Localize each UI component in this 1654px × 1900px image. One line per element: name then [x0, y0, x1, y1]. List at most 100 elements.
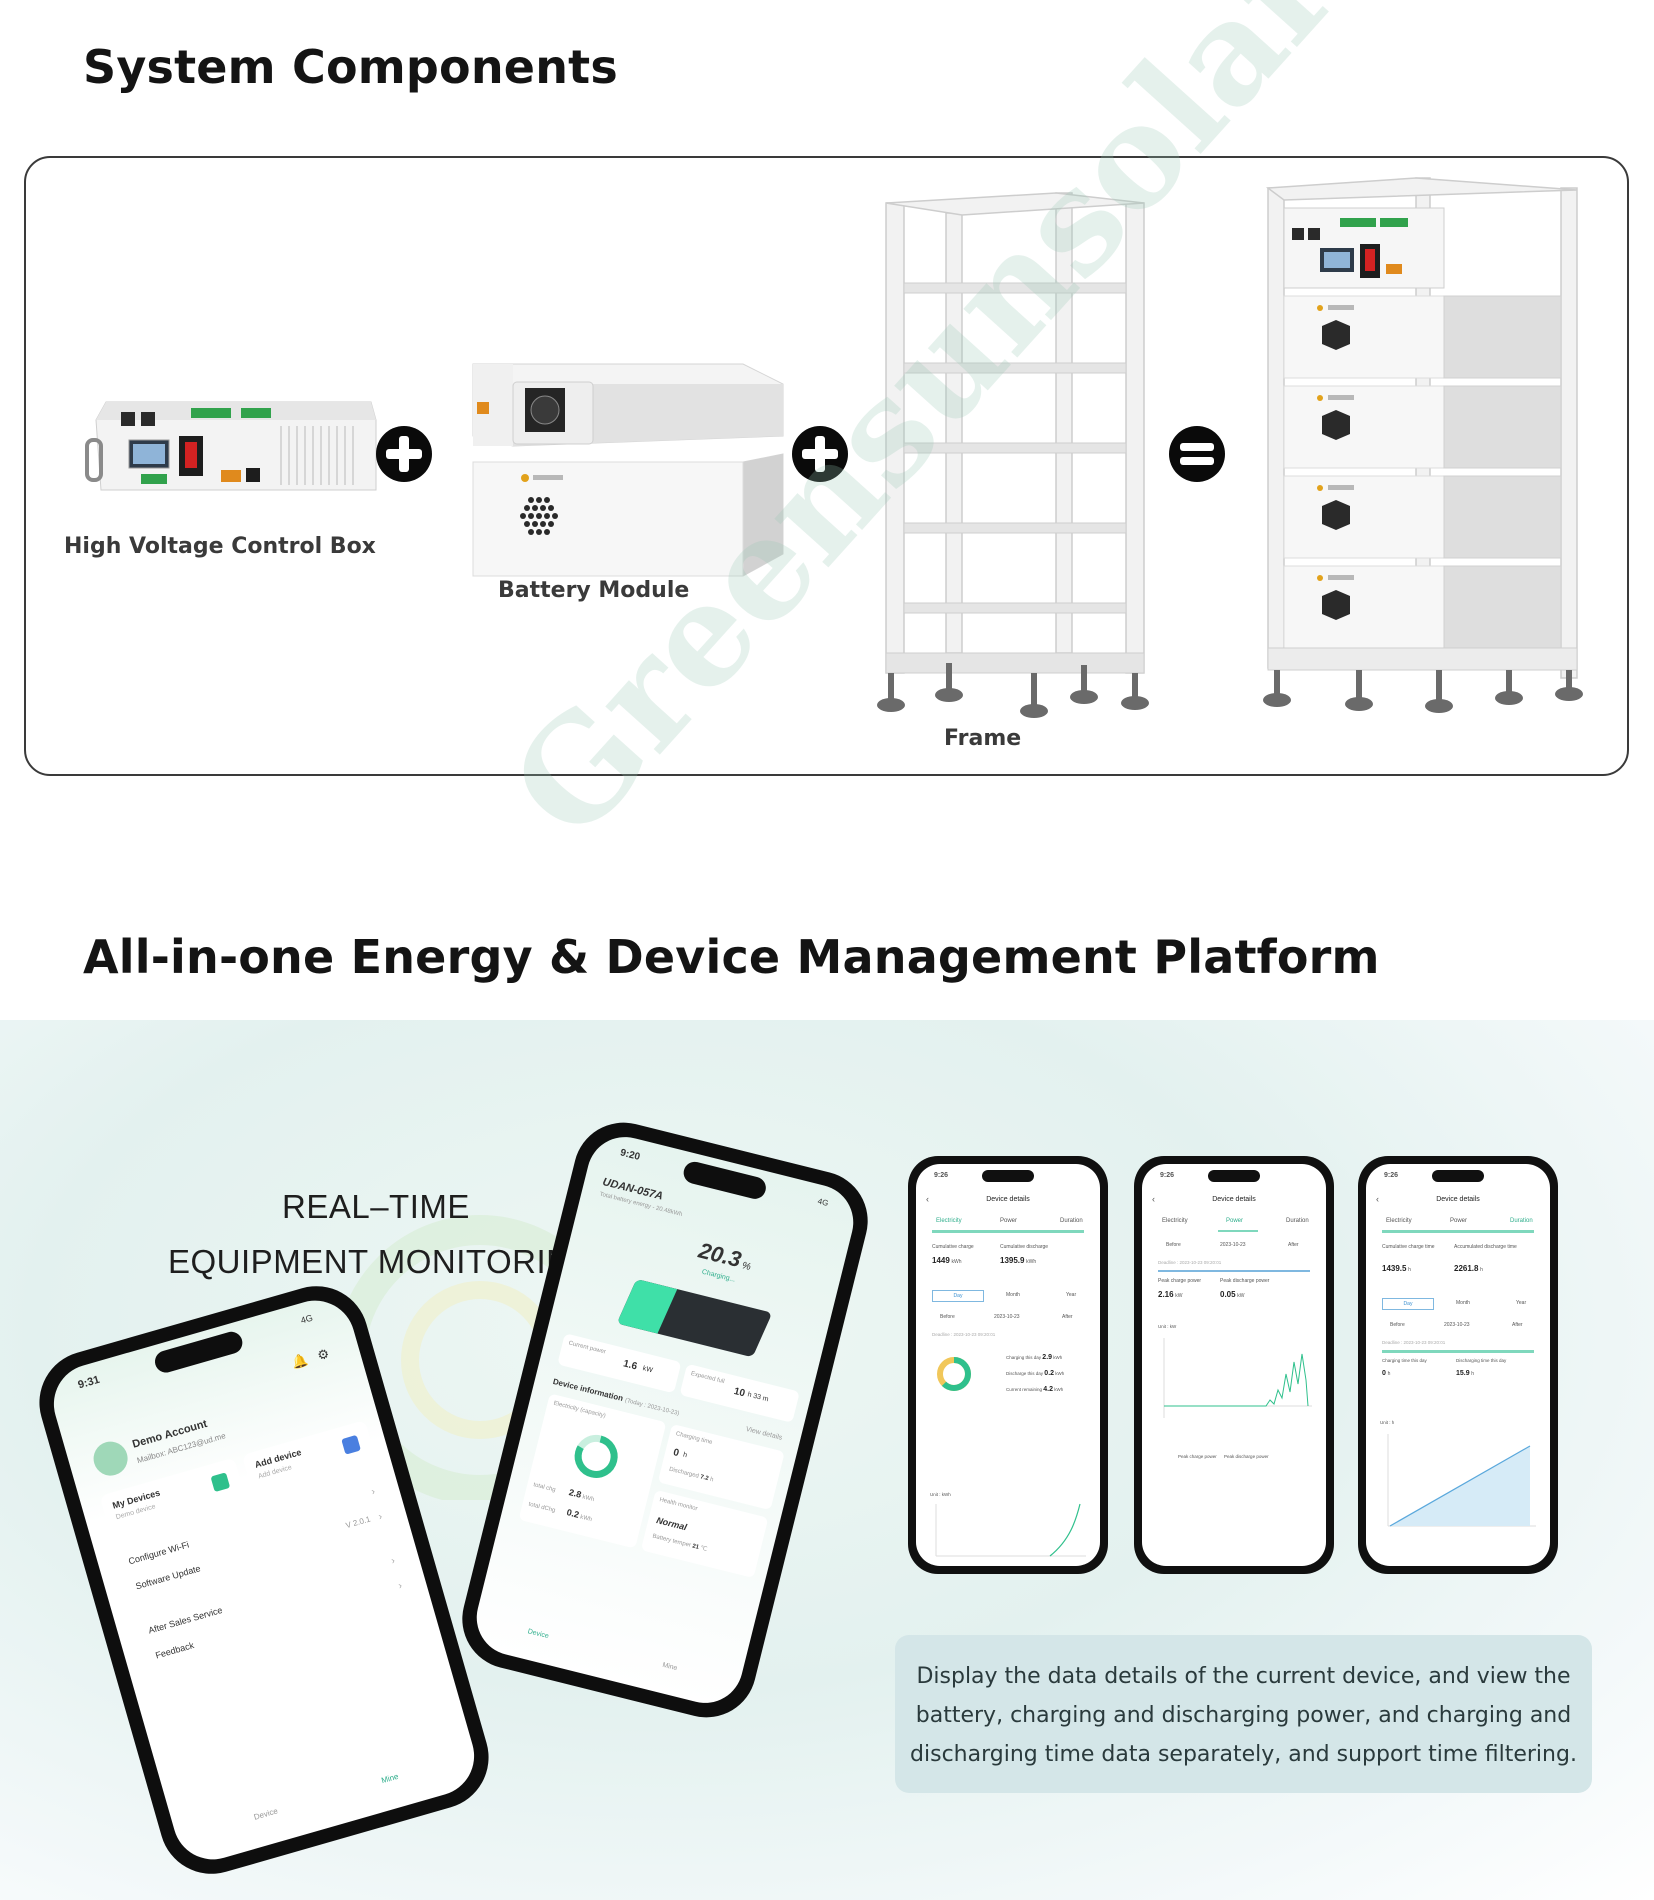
battery-temp-row: Battery temper 21 ℃ [652, 1533, 708, 1553]
avatar[interactable] [89, 1437, 132, 1480]
duration-area-chart [1387, 1434, 1536, 1527]
card-value: 1.6 [622, 1358, 639, 1373]
stat-label: Cumulative discharge [1000, 1244, 1049, 1250]
row-unit: kWh [579, 1514, 593, 1524]
tab-duration[interactable]: Duration [1060, 1218, 1083, 1224]
control-box-image [85, 401, 377, 491]
period-day[interactable]: Day [932, 1290, 984, 1302]
card-label: Electricity (capacity) [552, 1400, 607, 1420]
date-after[interactable]: After [1288, 1242, 1299, 1248]
card-label: Charging time [675, 1431, 713, 1447]
stat-unit: kW [1175, 1293, 1183, 1299]
legend-label: Charging this day [1006, 1355, 1042, 1360]
nav-device[interactable]: Device [526, 1628, 550, 1641]
equals-icon [1169, 426, 1225, 482]
date-before[interactable]: Before [1166, 1242, 1181, 1248]
tab-power[interactable]: Power [1000, 1218, 1018, 1224]
tab-electricity[interactable]: Electricity [1386, 1218, 1412, 1224]
row-label: total dChg [527, 1501, 556, 1515]
back-icon[interactable]: ‹ [1376, 1194, 1379, 1204]
nav-mine[interactable]: Mine [661, 1661, 679, 1673]
tab-duration[interactable]: Duration [1286, 1218, 1309, 1224]
total-dchg-row: total dChg 0.2 kWh [527, 1498, 594, 1524]
date-current[interactable]: 2023-10-23 [1220, 1242, 1246, 1248]
battery-module-label: Battery Module [498, 578, 690, 603]
chart-unit: Unit : h [1380, 1420, 1395, 1425]
stat-unit: kWh [1026, 1259, 1037, 1265]
date-before[interactable]: Before [940, 1314, 955, 1320]
electricity-line-chart [935, 1503, 1086, 1557]
stat-value: 1439.5 h [1382, 1264, 1411, 1273]
stat-value: 0.05 kW [1220, 1290, 1244, 1299]
stat-label: Accumulated discharge time [1454, 1244, 1517, 1250]
status-signal: 4G [816, 1196, 830, 1208]
date-after[interactable]: After [1512, 1322, 1523, 1328]
date-before[interactable]: Before [1390, 1322, 1405, 1328]
components-panel: High Voltage Control Box Battery Module [24, 156, 1629, 776]
view-details-link[interactable]: View details [745, 1425, 783, 1442]
soc-unit: % [740, 1260, 752, 1274]
card-unit: h 33 m [746, 1391, 770, 1404]
detail-phone-power: 9:26 ‹ Device details Electricity Power … [1134, 1156, 1334, 1574]
electricity-card[interactable]: Electricity (capacity) total chg 2.8 kWh… [518, 1393, 667, 1549]
stat-value: 15.9 h [1456, 1370, 1474, 1377]
tab-power[interactable]: Power [1226, 1218, 1244, 1224]
back-icon[interactable]: ‹ [926, 1194, 929, 1204]
tab-power[interactable]: Power [1450, 1218, 1468, 1224]
chart-unit: Unit : kWh [930, 1492, 951, 1497]
tab-electricity[interactable]: Electricity [936, 1218, 962, 1224]
section-title-platform: All-in-one Energy & Device Management Pl… [83, 930, 1380, 984]
nav-mine[interactable]: Mine [380, 1771, 400, 1786]
card-title: Add device [253, 1446, 303, 1470]
period-year[interactable]: Year [1516, 1300, 1527, 1306]
separator [1382, 1350, 1534, 1353]
date-after[interactable]: After [1062, 1314, 1073, 1320]
nav-device[interactable]: Device [252, 1806, 279, 1822]
back-icon[interactable]: ‹ [1152, 1194, 1155, 1204]
period-month[interactable]: Month [1006, 1292, 1020, 1298]
period-day[interactable]: Day [1382, 1298, 1434, 1310]
date-current[interactable]: 2023-10-23 [994, 1314, 1020, 1320]
row-unit: h [709, 1476, 714, 1484]
frame-image [877, 192, 1149, 718]
phone-notch [1208, 1170, 1260, 1182]
tab-electricity[interactable]: Electricity [1162, 1218, 1188, 1224]
stat-number: 0 [1382, 1370, 1386, 1377]
row-value: 2.8 [567, 1487, 583, 1500]
phone-notch [1432, 1170, 1484, 1182]
tab-indicator [932, 1230, 1084, 1233]
chevron-right-icon: › [397, 1580, 404, 1592]
date-current[interactable]: 2023-10-23 [1444, 1322, 1470, 1328]
legend-label: Current remaining [1006, 1387, 1043, 1392]
stat-number: 1439.5 [1382, 1264, 1407, 1273]
tab-indicator [1382, 1230, 1534, 1233]
stat-label: Peak charge power [1158, 1278, 1202, 1284]
tab-duration[interactable]: Duration [1510, 1218, 1533, 1224]
card-value: 10 [732, 1386, 747, 1400]
legend-a: Peak charge power [1178, 1454, 1217, 1459]
stat-label: Discharging time this day [1456, 1358, 1507, 1363]
period-month[interactable]: Month [1456, 1300, 1470, 1306]
card-label: Expected full [690, 1370, 725, 1386]
status-signal: 4G [299, 1312, 314, 1326]
stat-number: 15.9 [1456, 1370, 1470, 1377]
assembled-system-image [1263, 177, 1583, 713]
bell-icon[interactable]: 🔔 [290, 1351, 310, 1371]
control-box-label: High Voltage Control Box [64, 534, 376, 559]
legend-value: 0.2 [1044, 1370, 1055, 1377]
plus-icon [376, 426, 432, 482]
section-title-text: All-in-one Energy & Device Management Pl… [83, 930, 1380, 984]
chart-unit: Unit : kW [1158, 1324, 1177, 1329]
gear-icon[interactable]: ⚙ [315, 1345, 331, 1364]
card-value: 0 [672, 1447, 681, 1460]
electricity-ring [574, 1434, 618, 1478]
stat-label: Charging time this day [1382, 1358, 1427, 1363]
stat-number: 1449 [932, 1256, 950, 1265]
stat-unit: kW [1237, 1293, 1245, 1299]
row-value: 21 [691, 1543, 700, 1551]
card-unit: h [682, 1451, 688, 1460]
tab-indicator [1218, 1230, 1258, 1232]
battery-module-image [472, 363, 784, 577]
period-year[interactable]: Year [1066, 1292, 1077, 1298]
stat-value: 0 h [1382, 1370, 1390, 1377]
